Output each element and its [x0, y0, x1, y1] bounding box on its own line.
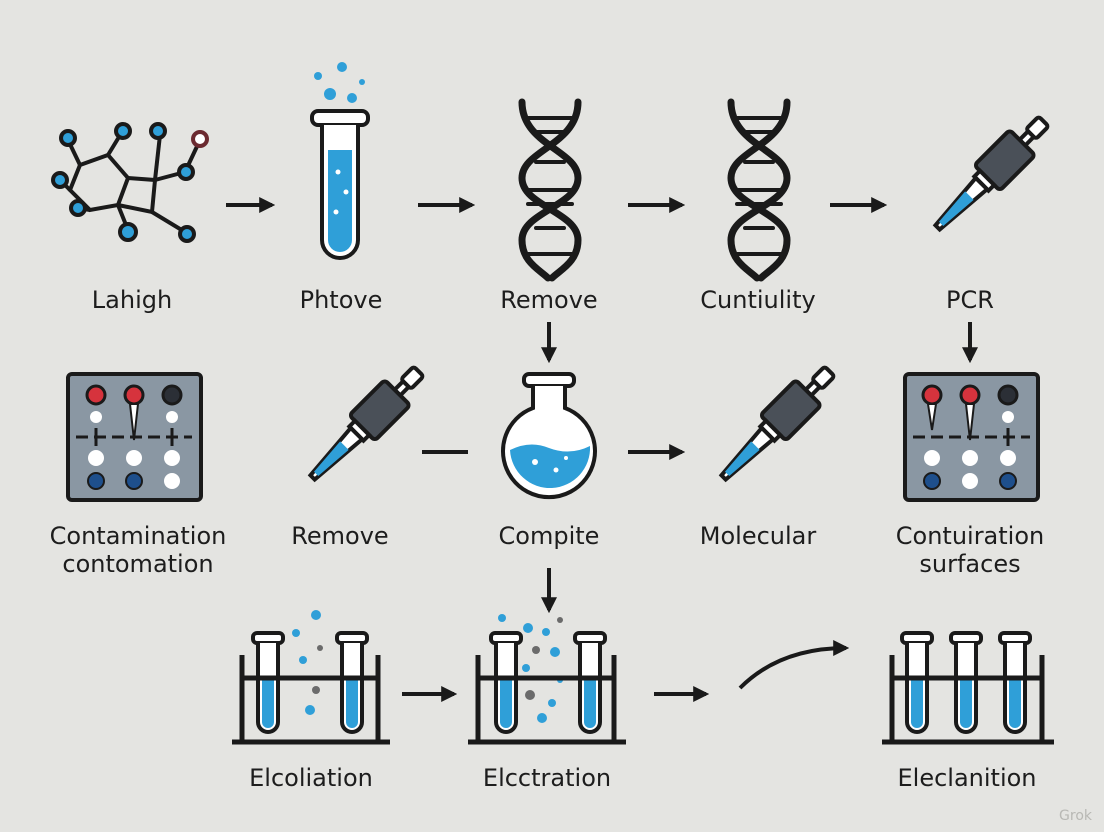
- curved-arrow-r3: [738, 640, 850, 690]
- watermark-logo: Grok: [1059, 808, 1092, 824]
- pipette-icon: [307, 365, 425, 483]
- step-label-eleclanition: Eleclanition: [897, 764, 1037, 792]
- step-label-remove-r2: Remove: [291, 522, 389, 550]
- flask-icon: [501, 372, 597, 500]
- tube-rack-icon: [232, 610, 390, 745]
- sample-panel-icon: [66, 372, 203, 502]
- step-label-phtove: Phtove: [299, 286, 383, 314]
- step-label-elcoliation: Elcoliation: [249, 764, 373, 792]
- step-label-cuntiulity: Cuntiulity: [700, 286, 816, 314]
- step-label-contamination: Contamination contomation: [49, 522, 227, 578]
- step-label-contuiration: Contuiration surfaces: [895, 522, 1045, 578]
- step-label-compite: Compite: [498, 522, 600, 550]
- step-label-remove-r1: Remove: [500, 286, 598, 314]
- test-tube-icon: [310, 62, 370, 260]
- pipette-icon: [718, 365, 836, 483]
- step-label-lahigh: Lahigh: [91, 286, 173, 314]
- step-label-pcr: PCR: [946, 286, 994, 314]
- step-label-molecular: Molecular: [699, 522, 817, 550]
- step-label-elcctration: Elcctration: [482, 764, 612, 792]
- tube-rack-icon: [882, 631, 1054, 745]
- dna-helix-icon: [727, 98, 791, 282]
- tube-rack-icon: [468, 614, 626, 745]
- molecule-icon: [51, 122, 209, 243]
- dna-helix-icon: [518, 98, 582, 282]
- pipette-icon: [932, 115, 1050, 233]
- sample-panel-icon: [903, 372, 1040, 502]
